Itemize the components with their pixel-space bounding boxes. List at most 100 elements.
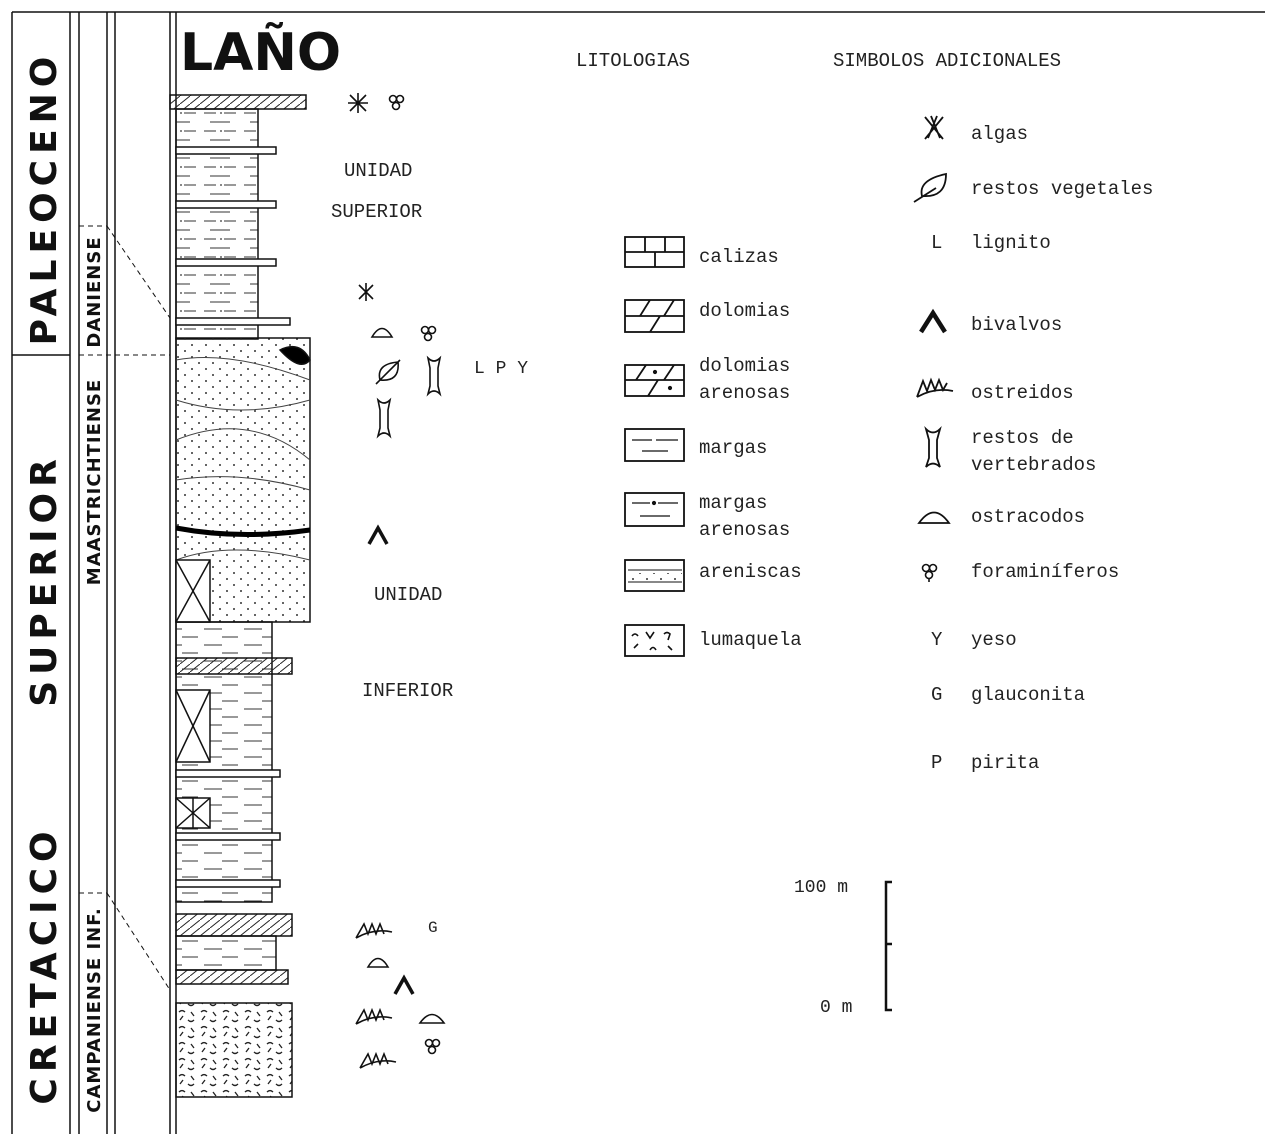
legend-label-line2: arenosas: [699, 519, 790, 541]
foraminifera-icon: [388, 94, 405, 111]
ostracod-icon: [370, 327, 394, 338]
legend-label: pirita: [971, 752, 1039, 774]
layer-margas-upper: [175, 108, 259, 340]
lumaquela-swatch: [624, 624, 685, 657]
bone-icon: [376, 397, 392, 439]
legend-label: foraminíferos: [971, 561, 1119, 583]
scale-bottom-label: 0 m: [820, 998, 852, 1018]
legend-label: ostreidos: [971, 382, 1074, 404]
legend-label: algas: [971, 123, 1028, 145]
foraminifera-icon: [420, 325, 437, 342]
ledge-1: [175, 146, 277, 155]
ostracod-icon: [917, 511, 951, 524]
bone-icon: [426, 355, 442, 397]
leaf-icon: [375, 359, 401, 385]
margas-arenosas-swatch: [624, 492, 685, 527]
lignite-lens: [278, 345, 311, 365]
unit-upper-line1: UNIDAD: [344, 160, 412, 182]
algae-icon: [358, 283, 374, 301]
legend-label: lumaquela: [699, 629, 802, 651]
unit-upper-line2: SUPERIOR: [331, 201, 422, 223]
legend-label: margas: [699, 437, 767, 459]
ostracod-icon: [366, 957, 390, 968]
dolomias-arenosas-swatch: [624, 364, 685, 397]
bone-icon: [924, 425, 942, 468]
period-cretacico: CRETACICO: [24, 825, 65, 1104]
areniscas-swatch: [624, 559, 685, 592]
lignite-bed: [175, 525, 311, 538]
legend-label-line1: restos de: [971, 427, 1074, 449]
cross-bedding: [175, 357, 311, 561]
glauconita-letter: G: [931, 684, 942, 706]
ledge-2: [175, 200, 277, 209]
stage-maastrichtiense: MAASTRICHTIENSE: [84, 379, 105, 585]
bivalve-icon: [919, 308, 947, 334]
lithology-header: LITOLOGIAS: [576, 50, 690, 72]
covered-box-3: [175, 797, 211, 829]
lithology-legend: calizas dolomias dolomias arenosas: [624, 236, 802, 657]
legend-label-line1: dolomias: [699, 355, 790, 377]
lignite-letter: L: [931, 232, 942, 254]
legend-label-line2: vertebrados: [971, 454, 1096, 476]
ledge-dolomia-3: [175, 969, 289, 985]
legend-item-calizas: calizas: [624, 236, 779, 268]
legend-item-margas: margas: [624, 428, 767, 462]
column-symbols: [348, 93, 446, 1069]
period-superior: SUPERIOR: [24, 453, 65, 707]
symbols-header: SIMBOLOS ADICIONALES: [833, 50, 1061, 72]
foraminifera-icon: [921, 563, 938, 582]
ledge-6: [175, 832, 281, 841]
oyster-icon: [355, 921, 393, 939]
legend-label: ostracodos: [971, 506, 1085, 528]
calizas-swatch: [624, 236, 685, 268]
bivalve-icon: [367, 524, 389, 545]
legend-item-dolomias-arenosas: dolomias arenosas: [624, 355, 790, 404]
legend-label: restos vegetales: [971, 178, 1153, 200]
algae-icon: [348, 93, 368, 113]
bivalve-icon: [393, 974, 415, 995]
ledge-5: [175, 769, 281, 778]
unit-lower-line2: INFERIOR: [362, 680, 453, 702]
legend-label: dolomias: [699, 300, 790, 322]
scale-line: [884, 880, 892, 1012]
legend-label: bivalvos: [971, 314, 1062, 336]
oyster-icon: [916, 377, 954, 398]
legend-item-margas-arenosas: margas arenosas: [624, 492, 790, 541]
legend-item-areniscas: areniscas: [624, 559, 802, 592]
legend-item-lumaquela: lumaquela: [624, 624, 802, 657]
unit-lower-line1: UNIDAD: [374, 584, 442, 606]
margas-swatch: [624, 428, 685, 462]
algae-icon: [924, 115, 944, 140]
scale-bar: 100 m 0 m: [794, 878, 892, 1018]
yeso-letter: Y: [931, 629, 943, 651]
layer-lumaquela: [175, 1002, 293, 1098]
oyster-icon: [359, 1051, 397, 1069]
annotation-g: G: [428, 919, 438, 937]
ledge-dolomia-2: [175, 913, 293, 937]
legend-label: areniscas: [699, 561, 802, 583]
scale-top-label: 100 m: [794, 878, 848, 898]
leaf-icon: [913, 172, 947, 203]
diagram-title: LAÑO: [180, 22, 341, 83]
legend-label: lignito: [971, 232, 1051, 254]
dolomias-swatch: [624, 299, 685, 333]
layer-margas-base: [175, 935, 277, 971]
pirita-letter: P: [931, 752, 942, 774]
layer-dolomia-top: [169, 94, 307, 110]
period-paleoceno: PALEOCENO: [24, 51, 65, 346]
symbol-legend: algas restos vegetales L lignito bivalvo…: [913, 115, 1153, 774]
frame: [11, 11, 1265, 1134]
foraminifera-icon: [424, 1038, 441, 1055]
legend-label-line1: margas: [699, 492, 767, 514]
legend-label: glauconita: [971, 684, 1085, 706]
ledge-4: [175, 317, 291, 326]
legend-label: calizas: [699, 246, 779, 268]
covered-box-2: [175, 689, 211, 763]
ostracod-icon: [418, 1013, 446, 1024]
ledge-3: [175, 258, 277, 267]
oyster-icon: [355, 1007, 393, 1025]
legend-label: yeso: [971, 629, 1017, 651]
ledge-7: [175, 879, 281, 888]
ledge-dolomia-1: [175, 657, 293, 675]
